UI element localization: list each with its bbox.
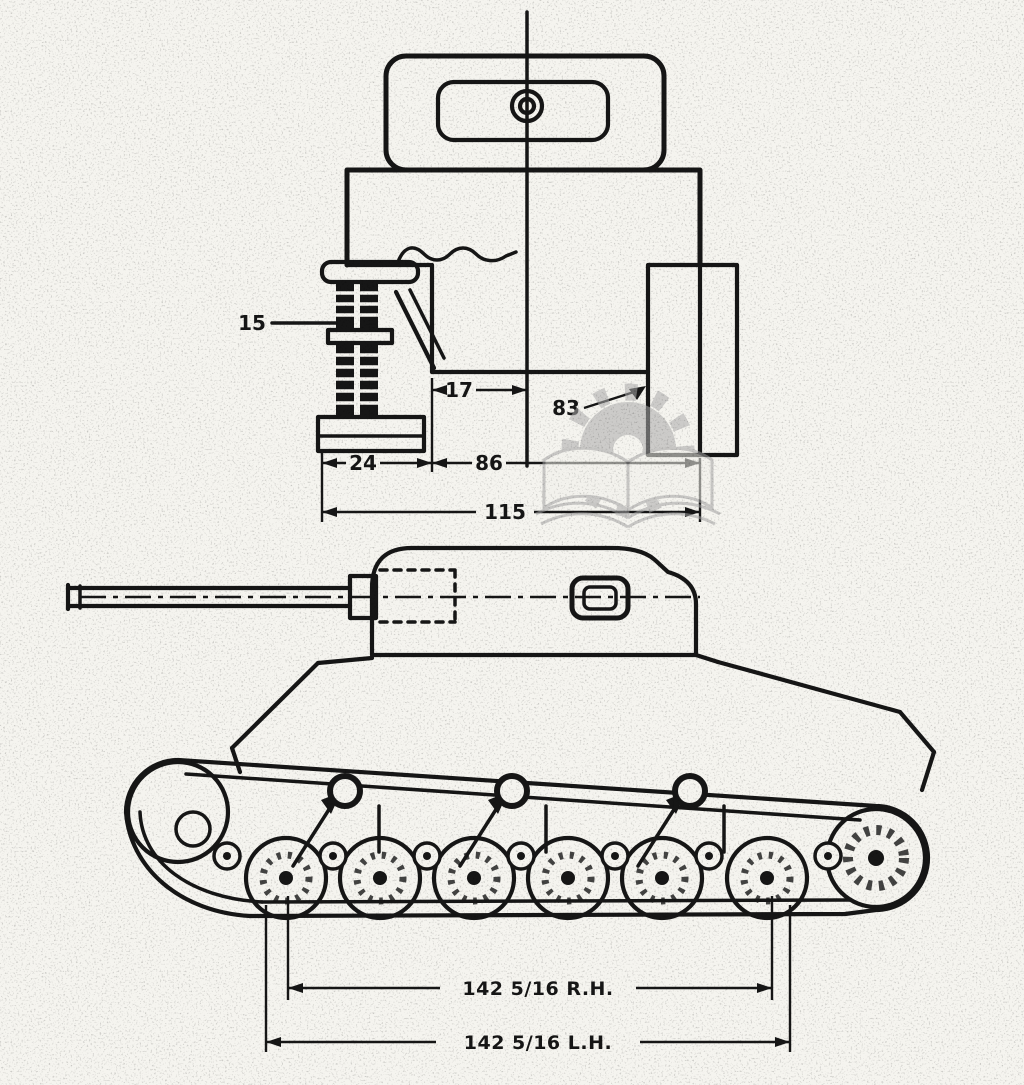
dimension-track-lh: 142 5/16 L.H. xyxy=(266,1032,790,1054)
leader-15: 15 xyxy=(238,311,338,335)
cupola-top-block xyxy=(383,53,667,173)
dimension-24: 24 xyxy=(322,451,432,475)
dimension-17: 17 xyxy=(432,378,527,402)
dim-label-track-lh: 142 5/16 L.H. xyxy=(464,1032,612,1054)
dim-label-86: 86 xyxy=(475,451,503,475)
section-break-squiggle xyxy=(396,246,518,264)
dimension-track-rh: 142 5/16 R.H. xyxy=(288,978,772,1000)
side-dimensions: 142 5/16 R.H. 142 5/16 L.H. xyxy=(264,896,792,1054)
dim-label-115: 115 xyxy=(484,500,526,524)
dim-label-17: 17 xyxy=(445,378,473,402)
turret-side xyxy=(369,545,699,658)
dim-label-track-rh: 142 5/16 R.H. xyxy=(462,978,613,1000)
dim-label-24: 24 xyxy=(349,451,377,475)
suspension-bogie-detail xyxy=(315,259,446,454)
side-elevation-view: 142 5/16 R.H. 142 5/16 L.H. xyxy=(65,545,937,1054)
part-label-15: 15 xyxy=(238,311,266,335)
idler-wheel xyxy=(125,759,231,865)
